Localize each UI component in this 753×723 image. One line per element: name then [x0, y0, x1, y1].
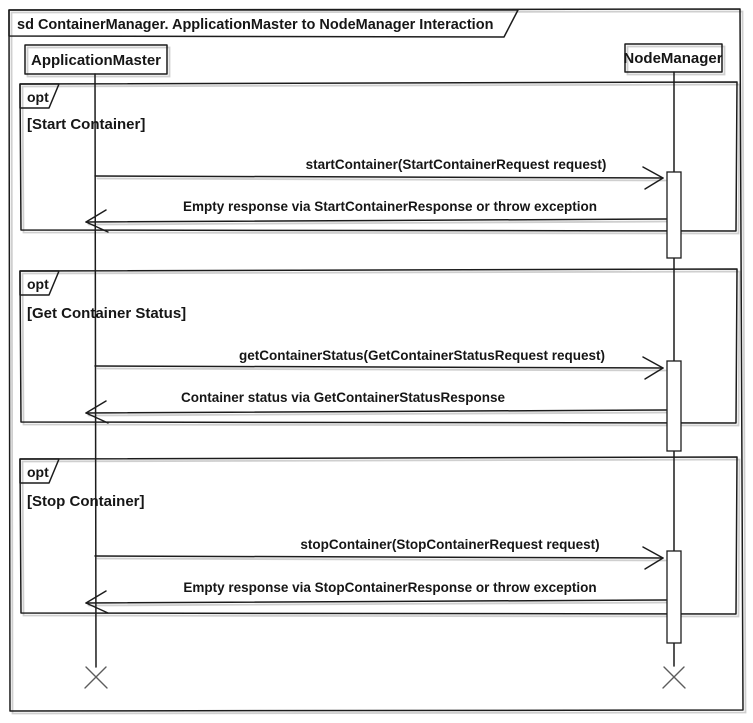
message-label: Container status via GetContainerStatusR…	[181, 390, 506, 405]
message-line	[94, 555, 664, 559]
message-label: Empty response via StartContainerRespons…	[183, 199, 597, 214]
arrowhead-right-icon	[642, 356, 664, 380]
applicationmaster-destroy-x-icon	[84, 666, 108, 689]
frame-title-tab	[8, 9, 519, 38]
message-get-container-status-response: Container status via GetContainerStatusR…	[85, 390, 667, 424]
message-line	[85, 599, 667, 604]
nodemanager-activation-bars	[666, 171, 682, 644]
message-label: getContainerStatus(GetContainerStatusReq…	[239, 348, 605, 363]
message-stop-container-response: Empty response via StopContainerResponse…	[85, 580, 667, 614]
message-start-container-response: Empty response via StartContainerRespons…	[85, 199, 667, 233]
activation-bar-1	[666, 171, 682, 259]
opt-fragment-stop-container: opt [Stop Container] stopContainer(StopC…	[19, 456, 738, 615]
fragment-guard-label: [Start Container]	[27, 116, 145, 133]
fragment-operator-tab	[19, 458, 60, 484]
opt-fragment-get-container-status: opt [Get Container Status] getContainerS…	[19, 268, 738, 424]
arrowhead-right-icon	[642, 166, 664, 190]
fragment-operator-label: opt	[27, 464, 49, 480]
arrowhead-right-icon	[642, 546, 664, 570]
nodemanager-destroy-x-icon	[662, 666, 686, 689]
fragment-operator-tab	[19, 83, 60, 109]
fragment-guard-label: [Get Container Status]	[27, 305, 186, 322]
message-start-container-request: startContainer(StartContainerRequest req…	[94, 157, 664, 190]
fragment-border	[19, 81, 738, 232]
arrowhead-left-icon	[85, 209, 109, 233]
activation-bar-3	[666, 550, 682, 644]
arrowhead-left-icon	[85, 590, 109, 614]
message-line	[85, 409, 667, 414]
message-get-container-status-request: getContainerStatus(GetContainerStatusReq…	[94, 348, 664, 380]
applicationmaster-head-box	[24, 44, 168, 75]
fragment-border	[19, 268, 738, 424]
lifeline-destruction-marks	[84, 666, 686, 689]
message-line	[85, 218, 667, 223]
message-label: stopContainer(StopContainerRequest reque…	[300, 537, 599, 552]
sketch-echo-strokes	[10, 10, 747, 715]
message-line	[94, 365, 664, 369]
opt-fragment-start-container: opt [Start Container] startContainer(Sta…	[19, 81, 738, 233]
fragment-operator-label: opt	[27, 276, 49, 292]
fragment-operator-label: opt	[27, 89, 49, 105]
fragment-guard-label: [Stop Container]	[27, 493, 145, 510]
arrowhead-left-icon	[85, 400, 109, 424]
fragment-border	[19, 456, 738, 615]
diagram-frame: sd ContainerManager. ApplicationMaster t…	[8, 8, 744, 712]
message-line	[94, 175, 664, 179]
message-label: startContainer(StartContainerRequest req…	[306, 157, 607, 172]
message-stop-container-request: stopContainer(StopContainerRequest reque…	[94, 537, 664, 570]
nodemanager-label: NodeManager	[623, 50, 722, 67]
message-label: Empty response via StopContainerResponse…	[183, 580, 596, 595]
fragment-operator-tab	[19, 270, 60, 296]
nodemanager-head-box	[624, 43, 723, 73]
activation-bar-2	[666, 360, 682, 452]
applicationmaster-lifeline	[94, 73, 97, 668]
lifeline-heads: ApplicationMaster NodeManager	[24, 43, 723, 75]
applicationmaster-label: ApplicationMaster	[31, 52, 161, 69]
diagram-title: sd ContainerManager. ApplicationMaster t…	[17, 17, 493, 33]
